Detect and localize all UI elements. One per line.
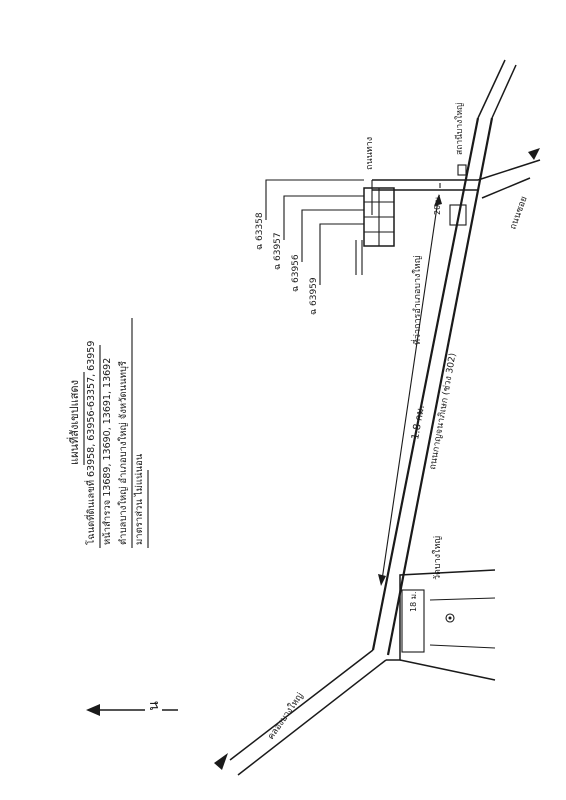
width-a-label: 20 ม. bbox=[433, 194, 442, 215]
top-road-edge-a bbox=[477, 59, 506, 119]
title-area-line: มาตราส่วน ไม่แน่นอน bbox=[133, 453, 145, 545]
temple-marker-icon bbox=[445, 613, 455, 623]
title-location-line: ตำบลบางใหญ่ อำเภอบางใหญ่ จังหวัดนนทบุรี bbox=[117, 361, 129, 545]
leader-parcel-2 bbox=[283, 195, 364, 240]
distance-dimension-line bbox=[381, 199, 439, 581]
junction-road-label: ถนนทาง bbox=[365, 137, 375, 170]
right-road-edge-b bbox=[481, 177, 531, 199]
leader-parcel-3 bbox=[301, 209, 364, 262]
junction-parcel-line-b bbox=[429, 644, 496, 649]
road-network bbox=[214, 59, 541, 776]
north-arrow: น bbox=[86, 701, 178, 716]
north-arrowhead-icon bbox=[86, 704, 100, 716]
north-label: น bbox=[146, 701, 162, 711]
markers-group bbox=[439, 164, 467, 623]
left-road-edge-outer bbox=[229, 649, 374, 761]
parcel-label-2: ฉ 63957 bbox=[273, 232, 283, 270]
temple-marker-dot bbox=[448, 616, 452, 620]
main-road-edge-west bbox=[371, 117, 480, 651]
junction-road-south bbox=[386, 569, 496, 661]
left-road-arrow-icon bbox=[214, 753, 228, 770]
distance-arrow-south-icon bbox=[378, 574, 386, 586]
station-label: สถานีบางใหญ่ bbox=[454, 103, 465, 155]
title-survey-line: หน้าสำรวจ 13689, 13690, 13691, 13692 bbox=[102, 358, 113, 545]
parcel-label-4: ฉ 63959 bbox=[309, 277, 319, 315]
top-road-edge-b bbox=[491, 64, 517, 119]
right-road-edge-a bbox=[477, 159, 541, 181]
title-block: แผนที่สังเขปแสดง โฉนดที่ดินเลขที่ 63958,… bbox=[66, 318, 149, 548]
parcel-label-3: ฉ 63956 bbox=[291, 254, 301, 292]
leader-parcel-4 bbox=[319, 223, 364, 285]
left-road-edge-inner bbox=[237, 659, 387, 776]
parcel-label-1: ฉ 63358 bbox=[255, 212, 265, 250]
title-deed-line: โฉนดที่ดินเลขที่ 63958, 63956-63357, 639… bbox=[84, 341, 97, 545]
junction-road-south-edge bbox=[399, 659, 496, 681]
station-marker-icon bbox=[457, 164, 467, 176]
leader-parcel-1 bbox=[265, 179, 364, 220]
temple-label: วัดบางใหญ่ bbox=[432, 536, 443, 580]
main-road-edge-east bbox=[386, 117, 494, 656]
distance-arrow-north-icon bbox=[434, 194, 442, 206]
width-b-label: 18 ม. bbox=[409, 591, 418, 612]
junction-building bbox=[401, 589, 425, 653]
title-heading: แผนที่สังเขปแสดง bbox=[66, 380, 81, 465]
junction-parcel-line-a bbox=[429, 597, 496, 601]
right-road-arrow-icon bbox=[528, 148, 540, 160]
parcels-group: ฉ 63358 ฉ 63957 ฉ 63956 ฉ 63959 bbox=[255, 179, 395, 315]
office-building-icon bbox=[449, 204, 467, 226]
village-office-label: ที่ว่าการอำเภอบางใหญ่ bbox=[410, 255, 423, 345]
